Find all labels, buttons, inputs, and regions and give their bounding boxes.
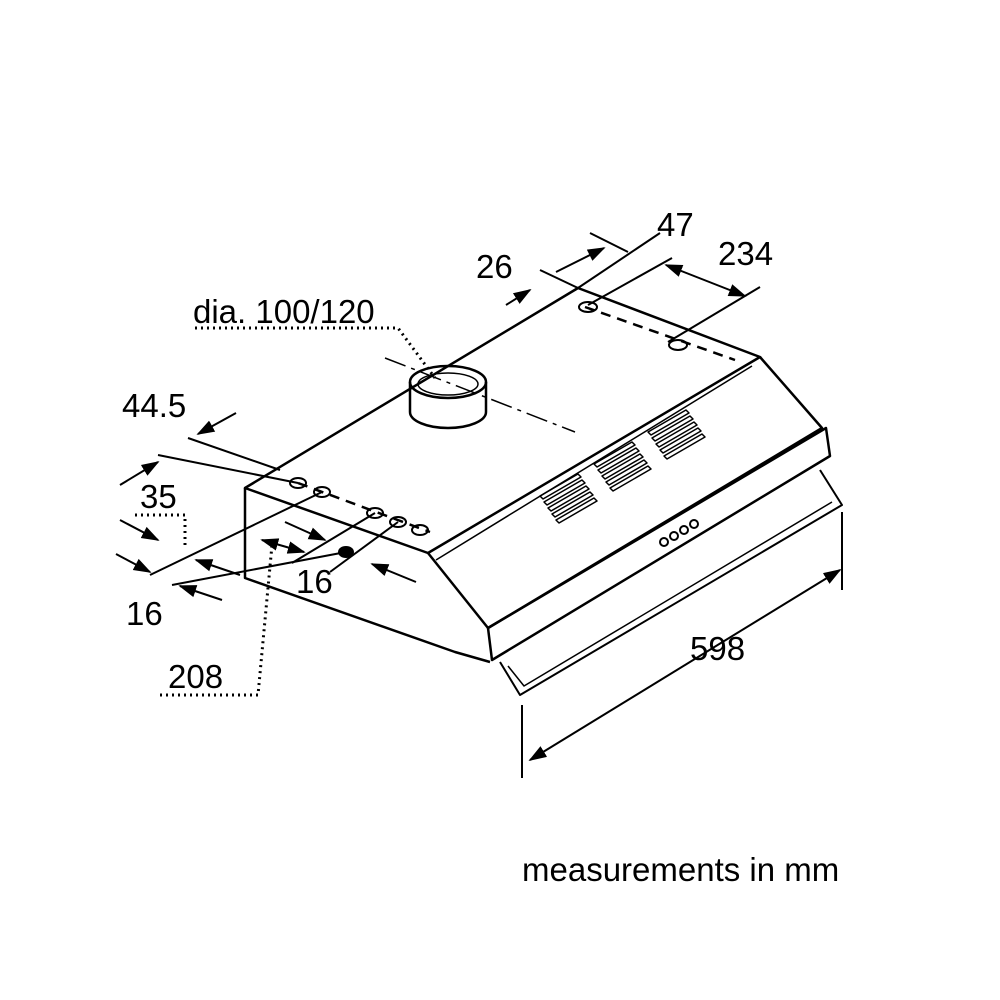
dim-234: 234 [718, 235, 774, 272]
dim-598: 598 [690, 630, 746, 667]
units-note: measurements in mm [522, 851, 840, 888]
dim-208: 208 [168, 658, 224, 695]
duct-collar [408, 364, 488, 430]
grille-slot [659, 427, 702, 454]
grille-slot [543, 479, 586, 506]
dim-16-middle: 16 [296, 563, 333, 600]
grille-slot [539, 473, 582, 500]
grille-slot [551, 491, 594, 518]
grille-slot [647, 409, 690, 436]
hood-left-side [243, 488, 491, 664]
grille [539, 409, 706, 524]
dim-duct-diameter: dia. 100/120 [193, 293, 375, 330]
grille-slot [663, 433, 706, 460]
grille-slot [655, 421, 698, 448]
grille-slot [609, 465, 652, 492]
grille-slot [555, 497, 598, 524]
grille-slot [605, 459, 648, 486]
grille-slot [547, 485, 590, 512]
hood-front-lip [486, 426, 832, 662]
control-buttons [659, 519, 699, 547]
dim-35: 35 [140, 478, 177, 515]
dim-16-left: 16 [126, 595, 163, 632]
grille-slot [601, 453, 644, 480]
grille-slot [597, 447, 640, 474]
grille-slot [651, 415, 694, 442]
dim-47: 47 [657, 206, 694, 243]
filter-tray [499, 469, 843, 696]
grille-slot [593, 441, 636, 468]
dim-26: 26 [476, 248, 513, 285]
dim-44-5: 44.5 [122, 387, 187, 424]
